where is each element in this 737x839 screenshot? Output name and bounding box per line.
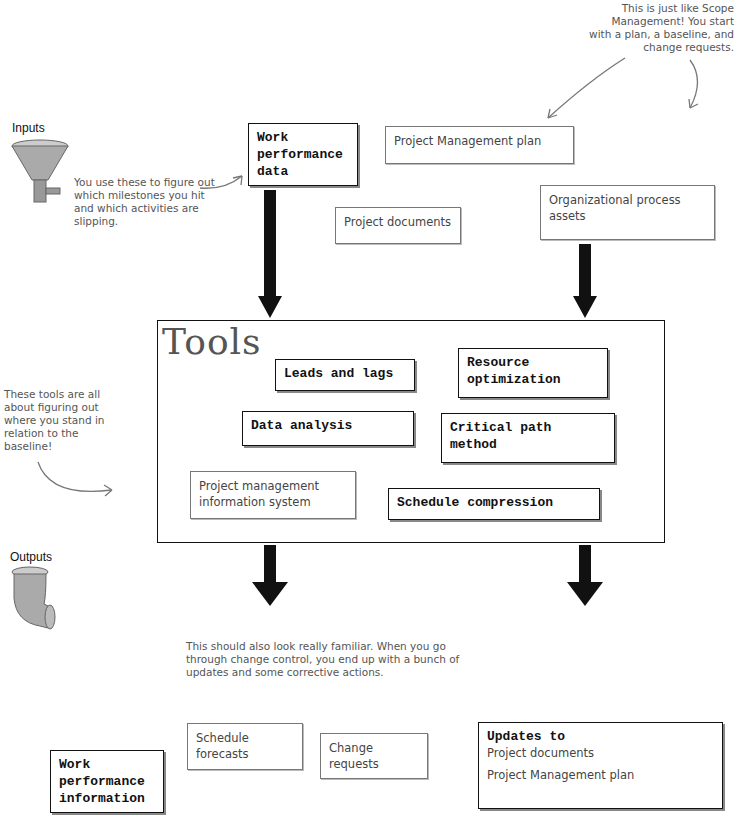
box-text: Work performance information — [59, 756, 155, 807]
output-box: Work performance information — [50, 750, 164, 813]
tool-box: Data analysis — [242, 411, 414, 446]
funnel-icon — [12, 140, 68, 202]
box-text: Data analysis — [251, 417, 405, 434]
annotation: These tools are all about figuring out w… — [4, 388, 116, 453]
box-text: Project documents — [344, 214, 452, 230]
section-label: Inputs — [12, 122, 72, 135]
output-arrows — [252, 545, 603, 606]
tools-logo: Tools — [162, 321, 262, 362]
input-box: Project Management plan — [385, 126, 574, 164]
box-text: Project Management plan — [394, 133, 565, 149]
tool-box: Leads and lags — [275, 359, 415, 391]
box-text: Work performance data — [257, 129, 349, 180]
box-text: Critical path method — [450, 419, 606, 453]
box-text: Project Management plan — [487, 767, 714, 783]
box-text: Project management information system — [199, 478, 347, 510]
tool-box: Project management information system — [190, 471, 356, 519]
flow-arrow — [573, 244, 597, 318]
box-text: Project documents — [487, 745, 714, 761]
output-box: Schedule forecasts — [187, 723, 303, 770]
box-text: Schedule compression — [397, 494, 591, 511]
box-text: Updates to — [487, 728, 714, 745]
annotation: This should also look really familiar. W… — [186, 640, 486, 679]
box-text: Organizational process assets — [549, 192, 706, 224]
leader-lines — [38, 58, 698, 496]
flow-arrow — [258, 190, 282, 318]
tool-box: Resource optimization — [458, 348, 608, 398]
box-text: Change requests — [329, 740, 419, 772]
section-label: Outputs — [10, 551, 80, 564]
box-text: Leads and lags — [284, 365, 406, 382]
input-box: Organizational process assets — [540, 185, 715, 240]
box-text: Resource optimization — [467, 354, 599, 388]
annotation: This is just like Scope Management! You … — [586, 2, 734, 54]
annotation: You use these to figure out which milest… — [74, 176, 224, 228]
input-box: Project documents — [335, 207, 461, 244]
tool-box: Critical path method — [441, 413, 615, 463]
tools-panel: ToolsLeads and lags Resource optimization… — [157, 320, 665, 543]
output-box: Updates toProject documentsProject Manag… — [478, 722, 723, 809]
input-box: Work performance data — [248, 123, 358, 186]
pipe-icon — [12, 567, 55, 629]
tool-box: Schedule compression — [388, 488, 600, 520]
box-text: Schedule forecasts — [196, 730, 294, 762]
output-box: Change requests — [320, 733, 428, 779]
